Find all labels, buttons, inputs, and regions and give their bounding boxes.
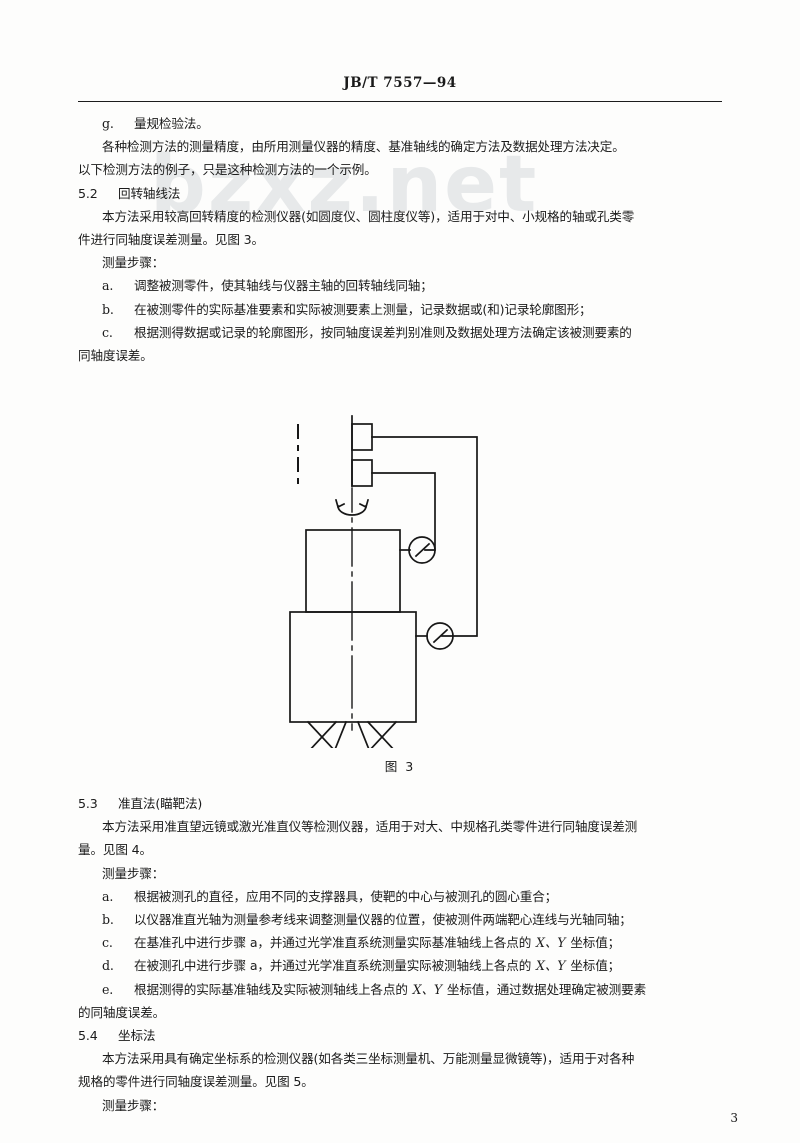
item-text-e-post: 坐标值，通过数据处理确定被测要素 xyxy=(443,981,647,997)
document-body-lower: 5.3 准直法(瞄靶法) 本方法采用准直望远镜或激光准直仪等检测仪器，适用于对大、… xyxy=(78,792,738,1117)
wire-upper-probe xyxy=(371,436,478,637)
item-label-a: a. xyxy=(102,278,114,294)
paragraph-line: 以下检测方法的例子，只是这种检测方法的一个示例。 xyxy=(78,162,377,178)
probe-upper xyxy=(351,423,373,451)
coordinate-symbols: X、Y xyxy=(536,958,566,974)
section-number-54: 5.4 xyxy=(78,1028,98,1044)
list-item: g. 量规检验法。 xyxy=(78,112,738,135)
figure-3: 图 3 xyxy=(0,408,800,775)
paragraph-line: 本方法采用较高回转精度的检测仪器(如圆度仪、圆柱度仪等)，适用于对中、小规格的轴… xyxy=(102,208,635,224)
standard-number: JB/T 7557—94 xyxy=(343,75,457,91)
list-item: a. 根据被测孔的直径，应用不同的支撑器具，使靶的中心与被测孔的圆心重合； xyxy=(78,885,738,908)
item-text-e-pre: 根据测得的实际基准轴线及实际被测轴线上各点的 xyxy=(134,981,412,997)
workpiece-upper-cylinder xyxy=(305,529,401,613)
item-label-c: c. xyxy=(102,935,113,951)
support-rollers xyxy=(306,720,398,754)
item-label-a: a. xyxy=(102,888,114,904)
item-text-g: 量规检验法。 xyxy=(134,116,209,131)
rotation-arrow xyxy=(334,498,370,516)
item-label-e: e. xyxy=(102,981,114,997)
item-text-d-pre: 在被测孔中进行步骤 a，并通过光学准直系统测量实际被测轴线上各点的 xyxy=(134,958,536,974)
item-text-c: 根据测得数据或记录的轮廓图形，按同轴度误差判别准则及数据处理方法确定该被测要素的 xyxy=(134,324,632,340)
list-item: a. 调整被测零件，使其轴线与仪器主轴的回转轴线同轴； xyxy=(78,274,738,297)
steps-heading: 测量步骤： xyxy=(102,865,165,881)
rotational-axis-method-diagram xyxy=(260,415,478,767)
figure-3-caption: 图 3 xyxy=(384,759,416,774)
section-heading-52: 5.2 回转轴线法 xyxy=(78,182,738,205)
section-heading-53: 5.3 准直法(瞄靶法) xyxy=(78,792,738,815)
item-label-d: d. xyxy=(102,958,114,974)
header-divider xyxy=(78,101,722,102)
paragraph-line: 量。见图 4。 xyxy=(78,842,152,858)
paragraph-line: 本方法采用准直望远镜或激光准直仪等检测仪器，适用于对大、中规格孔类零件进行同轴度… xyxy=(102,819,638,835)
steps-heading: 测量步骤： xyxy=(102,1097,165,1113)
item-text-a: 根据被测孔的直径，应用不同的支撑器具，使靶的中心与被测孔的圆心重合； xyxy=(134,888,558,904)
item-text-c-pre: 在基准孔中进行步骤 a，并通过光学准直系统测量实际基准轴线上各点的 xyxy=(134,935,536,951)
figure-3-graphic xyxy=(0,408,800,767)
section-title-52: 回转轴线法 xyxy=(118,185,181,201)
dial-indicator-upper xyxy=(399,536,436,564)
dial-indicator-lower xyxy=(415,622,454,650)
list-item: e. 根据测得的实际基准轴线及实际被测轴线上各点的 X、Y 坐标值，通过数据处理确… xyxy=(78,978,738,1001)
section-title-53: 准直法(瞄靶法) xyxy=(118,796,203,811)
section-heading-54: 5.4 坐标法 xyxy=(78,1024,738,1047)
wire-lower-probe xyxy=(371,472,436,551)
item-text-d-post: 坐标值； xyxy=(566,958,621,974)
document-body: g. 量规检验法。 各种检测方法的测量精度，由所用测量仪器的精度、基准轴线的确定方… xyxy=(78,112,738,367)
section-number-52: 5.2 xyxy=(78,185,98,201)
coordinate-symbols: X、Y xyxy=(412,981,443,997)
list-item: c. 根据测得数据或记录的轮廓图形，按同轴度误差判别准则及数据处理方法确定该被测要… xyxy=(78,321,738,344)
paragraph-line: 各种检测方法的测量精度，由所用测量仪器的精度、基准轴线的确定方法及数据处理方法决… xyxy=(102,139,625,155)
paragraph-line: 本方法采用具有确定坐标系的检测仪器(如各类三坐标测量机、万能测量显微镜等)，适用… xyxy=(102,1051,635,1067)
list-item: c.在基准孔中进行步骤 a，并通过光学准直系统测量实际基准轴线上各点的 X、Y … xyxy=(78,931,738,954)
list-item: d.在被测孔中进行步骤 a，并通过光学准直系统测量实际被测轴线上各点的 X、Y … xyxy=(78,954,738,977)
probe-lower xyxy=(351,459,373,487)
paragraph-line: 件进行同轴度误差测量。见图 3。 xyxy=(78,232,264,248)
list-item-continuation: 的同轴度误差。 xyxy=(78,1004,166,1020)
item-text-b: 以仪器准直光轴为测量参考线来调整测量仪器的位置，使被测件两端靶心连线与光轴同轴； xyxy=(134,912,632,928)
section-title-54: 坐标法 xyxy=(118,1028,156,1044)
page-number: 3 xyxy=(730,1111,738,1125)
workpiece-lower-cylinder xyxy=(289,611,417,723)
coordinate-symbols: X、Y xyxy=(536,935,566,951)
list-item: b. 以仪器准直光轴为测量参考线来调整测量仪器的位置，使被测件两端靶心连线与光轴同… xyxy=(78,908,738,931)
item-text-a: 调整被测零件，使其轴线与仪器主轴的回转轴线同轴； xyxy=(134,278,433,294)
page-header: JB/T 7557—94 xyxy=(0,72,800,91)
item-text-b: 在被测零件的实际基准要素和实际被测要素上测量，记录数据或(和)记录轮廓图形； xyxy=(134,301,592,317)
item-label-b: b. xyxy=(102,301,114,317)
paragraph-line: 规格的零件进行同轴度误差测量。见图 5。 xyxy=(78,1074,314,1090)
section-number-53: 5.3 xyxy=(78,796,98,811)
list-item: b. 在被测零件的实际基准要素和实际被测要素上测量，记录数据或(和)记录轮廓图形； xyxy=(78,298,738,321)
item-label-c: c. xyxy=(102,324,113,340)
list-item-continuation: 同轴度误差。 xyxy=(78,348,153,364)
steps-heading: 测量步骤： xyxy=(102,255,165,271)
item-label-g: g. xyxy=(102,116,114,131)
item-label-b: b. xyxy=(102,912,114,928)
item-text-c-post: 坐标值； xyxy=(566,935,621,951)
